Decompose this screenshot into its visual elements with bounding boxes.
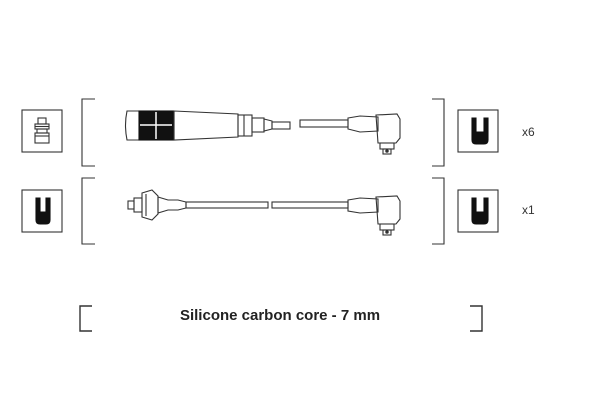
- wire-row2-a: [185, 201, 269, 209]
- core-spec-caption: Silicone carbon core - 7 mm: [179, 307, 381, 324]
- coil-connector-icon: [35, 197, 51, 225]
- bracket-left-row2: [81, 177, 95, 245]
- right-icon-box-row1: [457, 109, 499, 153]
- cable-row2: [127, 189, 401, 236]
- left-icon-box-row2: [21, 189, 63, 233]
- distributor-boot-row2: [347, 195, 401, 236]
- caption-bracket-right: [470, 305, 483, 332]
- coil-boot: [127, 189, 187, 221]
- bracket-right-row2: [432, 177, 445, 245]
- quantity-label-row1: x6: [522, 125, 535, 139]
- bracket-left-row1: [81, 98, 95, 167]
- left-icon-box-row1: [21, 109, 63, 153]
- wire-row2-b: [271, 201, 349, 209]
- wire-row1: [299, 119, 349, 128]
- distributor-connector-icon: [471, 117, 489, 145]
- spark-plug-connector-icon: [34, 117, 50, 144]
- quantity-label-row2: x1: [522, 203, 535, 217]
- caption-bracket-left: [79, 305, 92, 332]
- bracket-right-row1: [432, 98, 445, 167]
- distributor-connector-icon: [471, 197, 489, 225]
- cable-row1: [124, 110, 401, 155]
- right-icon-box-row2: [457, 189, 499, 233]
- distributor-boot-row1: [347, 113, 401, 155]
- spark-plug-boot: [124, 110, 291, 141]
